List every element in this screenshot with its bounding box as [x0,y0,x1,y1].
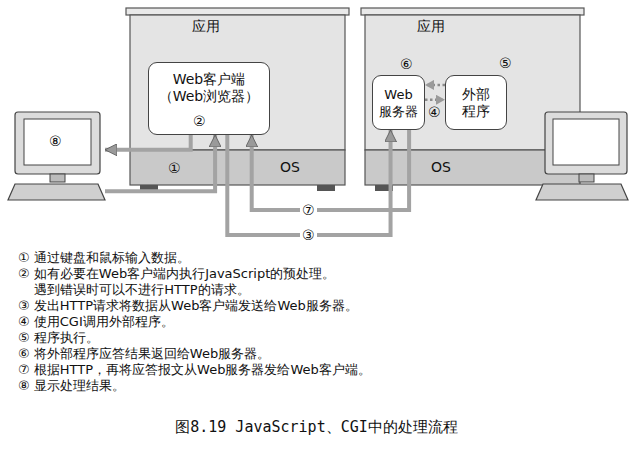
housing-foot [317,185,335,191]
call-arrow [425,84,445,87]
computer-terminal [536,112,628,200]
box-label: 外部 程序 [461,86,492,120]
server-housing [126,8,349,191]
flow-arrow [105,135,191,150]
housing-cap [126,8,349,15]
step-note: ⑥ 将外部程序应答结果返回给Web服务器。 [18,346,270,362]
callout-number: ② [193,113,206,129]
step-note: ② 如有必要在Web客户端内执行JavaScript的预处理。 遇到错误时可以不… [18,266,335,298]
callout-number: ① [168,160,181,176]
host-machine: 应用 OS Web 服务器 外部 程序 [365,8,580,185]
node-label: 应用 [417,18,445,35]
callout-number: ⑥ [400,56,413,72]
screen [553,119,619,165]
box-label: Web 服务器 [377,86,420,120]
app-layer [130,15,345,150]
node-label: 应用 [192,18,220,35]
callout-number: ⑤ [499,55,512,71]
callout-number: ③ [300,227,317,243]
figure-caption: 图8.19 JavaScript、CGI中的处理流程 [0,418,633,436]
housing-cap [361,8,584,15]
os-layer [130,150,345,185]
box-label: Web客户端 （Web浏览器） [153,71,265,105]
node-label: OS [431,159,451,176]
step-note: ⑧ 显示处理结果。 [18,378,125,394]
step-note: ① 通过键盘和鼠标输入数据。 [18,250,190,266]
monitor-stand [579,174,594,182]
flow-arrow [105,135,215,191]
flow-arrow [252,130,409,210]
callout-number: ⑦ [300,202,317,218]
computer-terminal [8,112,105,200]
step-note: ③ 发出HTTP请求将数据从Web客户端发送给Web服务器。 [18,298,358,314]
keyboard [536,184,628,200]
host-machine: 应用 OS Web客户端 （Web浏览器） [130,8,345,185]
computer-terminal: ⑧ [8,112,105,202]
keyboard [8,184,105,200]
monitor [545,112,627,174]
server-box: Web 服务器 [372,75,425,130]
step-note: ⑤ 程序执行。 [18,330,99,346]
call-arrow [425,99,445,102]
node-label: OS [280,159,300,176]
screen [24,119,91,165]
step-note: ④ 使用CGI调用外部程序。 [18,314,174,330]
node-label: ⑧ [49,133,62,150]
monitor [15,112,100,174]
step-note: ⑦ 根据HTTP，再将应答报文从Web服务器发给Web客户端。 [18,362,371,378]
client-box: Web客户端 （Web浏览器） [148,62,270,135]
monitor-stand [50,174,65,182]
program-box: 外部 程序 [445,75,507,130]
callout-number: ④ [428,104,441,120]
